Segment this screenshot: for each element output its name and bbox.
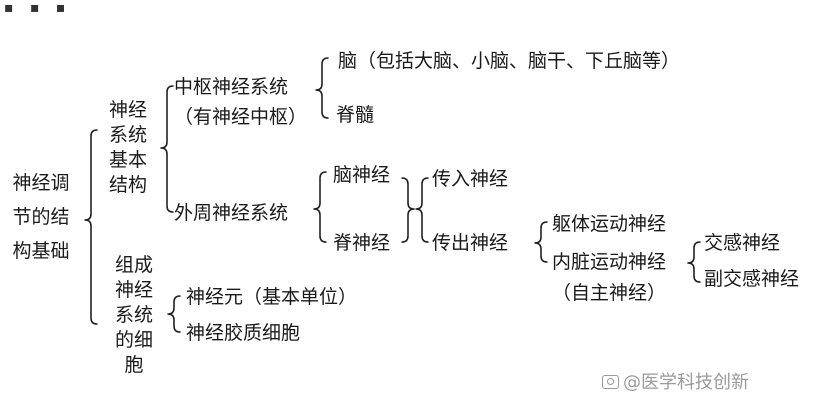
efferent-label: 传出神经: [432, 232, 509, 254]
composing-cells-line-4: 的细: [114, 329, 153, 351]
glia-label: 神经胶质细胞: [186, 322, 301, 344]
root-line-3: 构基础: [12, 240, 70, 262]
sympathetic-label: 交感神经: [704, 232, 781, 254]
cranial-nerves-label: 脑神经: [333, 164, 391, 186]
composing-cells-line-3: 系统: [114, 304, 153, 326]
root-line-1: 神经调: [12, 172, 70, 194]
spinal-cord-label: 脊髓: [336, 104, 375, 126]
visceral-motor-label: 内脏运动神经: [552, 251, 667, 273]
pns-label: 外周神经系统: [174, 202, 289, 224]
composing-cells-label: 组成 神经 系统 的细 胞: [114, 253, 154, 378]
root-label: 神经调 节的结 构基础: [6, 166, 76, 268]
spinal-nerves-label: 脊神经: [333, 232, 391, 254]
basic-structure-line-1: 神经: [108, 99, 147, 121]
bracket-pns: [313, 171, 327, 243]
parasympathetic-label: 副交感神经: [704, 268, 800, 290]
cns-label: 中枢神经系统: [174, 76, 289, 98]
brain-label: 脑（包括大脑、小脑、脑干、下丘脑等）: [338, 50, 681, 72]
top-fragment: ▪ ▪ ▪: [4, 0, 72, 16]
basic-structure-line-4: 结构: [108, 174, 147, 196]
basic-structure-line-3: 基本: [108, 149, 147, 171]
camera-icon: [602, 375, 619, 389]
composing-cells-line-2: 神经: [114, 279, 153, 301]
bracket-autonomic: [687, 241, 701, 283]
composing-cells-line-5: 胞: [124, 354, 144, 376]
bracket-basic-structure: [160, 85, 174, 213]
cns-sublabel: （有神经中枢）: [174, 106, 308, 128]
root-line-2: 节的结: [12, 206, 70, 228]
basic-structure-label: 神经 系统 基本 结构: [108, 98, 148, 198]
bracket-function: [415, 177, 429, 243]
composing-cells-line-1: 组成: [114, 254, 153, 276]
bracket-efferent: [534, 221, 548, 263]
afferent-label: 传入神经: [432, 168, 509, 190]
visceral-motor-sublabel: （自主神经）: [552, 282, 667, 304]
bracket-cns: [315, 57, 329, 119]
watermark-text: @医学科技创新: [623, 372, 749, 393]
neuron-label: 神经元（基本单位）: [186, 286, 358, 308]
bracket-cells: [167, 295, 181, 333]
basic-structure-line-2: 系统: [108, 124, 147, 146]
watermark: @医学科技创新: [602, 368, 749, 394]
somatic-motor-label: 躯体运动神经: [552, 213, 667, 235]
bracket-nerves-right: [401, 177, 415, 243]
bracket-root: [84, 129, 98, 325]
